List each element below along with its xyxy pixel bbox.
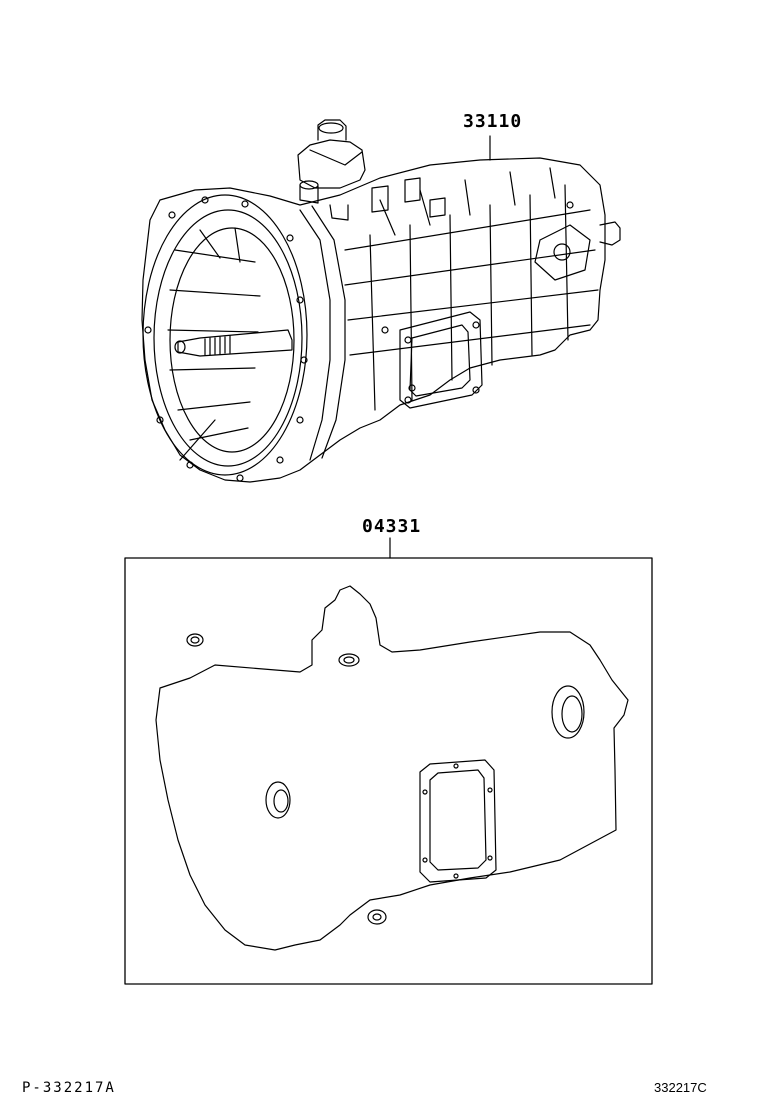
part-number-33110-label[interactable]: 33110: [463, 111, 523, 132]
gasket-kit-illustration: [125, 538, 652, 984]
part-number-04331-label[interactable]: 04331: [362, 516, 422, 537]
transmission-assembly-illustration: [142, 120, 620, 482]
illustration-code-left: P-332217A: [22, 1080, 116, 1096]
illustration-code-right: 332217C: [654, 1080, 707, 1095]
